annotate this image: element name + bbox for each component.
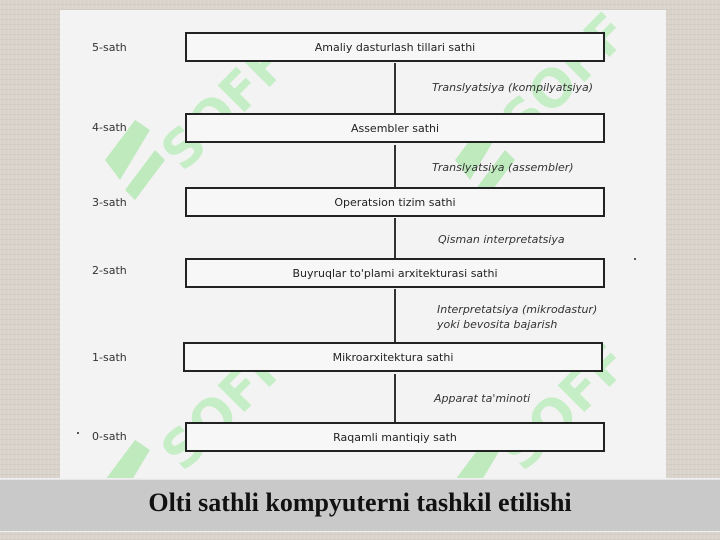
slide-caption: Olti sathli kompyuterni tashkil etilishi	[148, 488, 572, 517]
connector-line	[394, 218, 396, 258]
transition-label-line: Interpretatsiya (mikrodastur)	[437, 303, 598, 316]
level-box: Amaliy dasturlash tillari sathi	[185, 32, 605, 62]
transition-label: Translyatsiya (kompilyatsiya)	[432, 81, 594, 94]
transition-label: Translyatsiya (assembler)	[432, 161, 574, 174]
level-box: Mikroarxitektura sathi	[183, 342, 603, 372]
connector-line	[394, 145, 396, 187]
connector-line	[394, 374, 396, 422]
level-label: 5-sath	[92, 41, 127, 54]
level-label: 0-sath	[92, 430, 127, 443]
level-box: Raqamli mantiqiy sath	[185, 422, 605, 452]
level-label: 1-sath	[92, 351, 127, 364]
transition-label: Apparat ta'minoti	[434, 392, 531, 405]
transition-label-line: yoki bevosita bajarish	[437, 318, 558, 331]
level-box: Buyruqlar to'plami arxitekturasi sathi	[185, 258, 605, 288]
level-label: 2-sath	[92, 264, 127, 277]
diagram-panel	[60, 10, 666, 480]
connector-line	[394, 289, 396, 342]
watermark-logo-icon	[105, 120, 165, 200]
level-label: 3-sath	[92, 196, 127, 209]
connector-line	[394, 63, 396, 113]
level-label: 4-sath	[92, 121, 127, 134]
stray-dot	[77, 432, 79, 434]
level-box: Operatsion tizim sathi	[185, 187, 605, 217]
transition-label: Interpretatsiya (mikrodastur) yoki bevos…	[437, 302, 597, 332]
stray-dot	[634, 258, 636, 260]
level-box: Assembler sathi	[185, 113, 605, 143]
caption-bar	[0, 478, 720, 532]
transition-label: Qisman interpretatsiya	[438, 233, 565, 246]
